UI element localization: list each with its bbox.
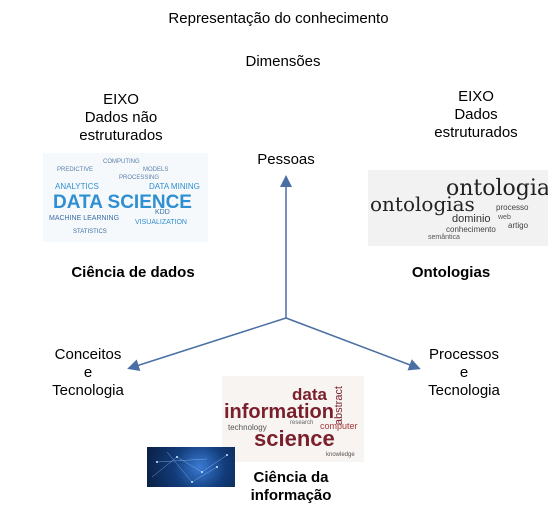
wc-word: dominio (452, 213, 491, 225)
wc-word: data (292, 385, 327, 404)
wc-big: DATA SCIENCE (53, 192, 192, 213)
axis-right-label: EIXO Dados estruturados (434, 88, 518, 141)
wc-word: PROCESSING (119, 175, 160, 181)
wc-word: MODELS (143, 167, 169, 173)
wc-word: technology (228, 423, 267, 432)
dimension-processes: Processos e Tecnologia (428, 346, 500, 399)
page-title: Representação do conhecimento (168, 10, 389, 27)
data-science-wordcloud: ANALYTICS DATA MINING DATA SCIENCE MACHI… (43, 153, 208, 242)
wc-word: research (290, 420, 314, 426)
wc-word: science (254, 426, 335, 451)
wc-word: MACHINE LEARNING (49, 215, 120, 222)
wc-word: conhecimento (446, 225, 496, 234)
wc-word: information (224, 401, 334, 423)
wc-word: knowledge (326, 452, 355, 458)
network-image (147, 447, 235, 487)
wc-word: processo (496, 203, 529, 212)
wc-word: COMPUTING (103, 159, 140, 165)
label-data-science: Ciência de dados (71, 264, 195, 281)
wc-word: KDD (155, 209, 170, 216)
wc-big: ontologia (446, 176, 548, 201)
axis-left (127, 317, 287, 371)
wc-word: ANALYTICS (55, 182, 99, 191)
axis-right (285, 317, 421, 371)
ontology-wordcloud: ontologia ontologias dominio processo co… (368, 170, 548, 246)
dimension-concepts: Conceitos e Tecnologia (52, 346, 124, 399)
network-lines-icon (151, 451, 228, 483)
axis-left-label: EIXO Dados não estruturados (79, 91, 163, 144)
label-ontologies: Ontologias (411, 264, 491, 281)
wc-word: artigo (508, 221, 529, 230)
wc-word: DATA MINING (149, 182, 200, 191)
dimension-people: Pessoas (257, 151, 315, 168)
wc-word: PREDICTIVE (57, 167, 94, 173)
label-information-science: Ciência da informação (250, 469, 332, 504)
wc-word: computer (320, 421, 358, 431)
wc-big: ontologias (370, 192, 475, 216)
wc-word: STATISTICS (73, 229, 107, 235)
wc-word: VISUALIZATION (135, 219, 187, 226)
wc-word: semântica (428, 234, 460, 241)
wc-word: abstract (333, 386, 345, 426)
page-subtitle: Dimensões (245, 53, 321, 70)
information-science-wordcloud: data information science abstract comput… (222, 376, 364, 462)
wc-word: web (498, 214, 511, 221)
